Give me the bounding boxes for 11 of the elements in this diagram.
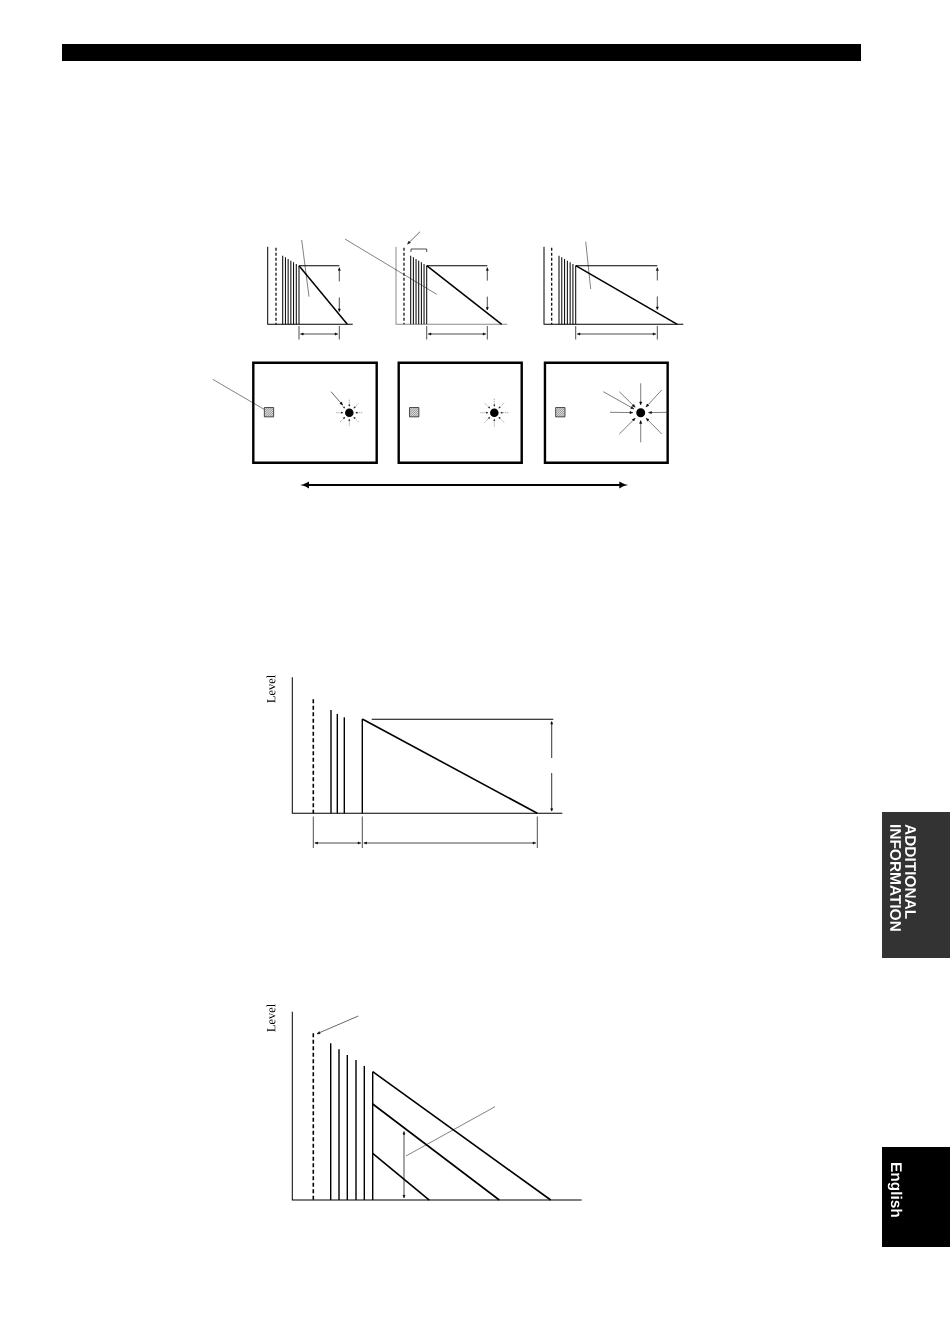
room-box <box>397 361 523 464</box>
leader-line <box>212 379 265 410</box>
room-box <box>543 361 669 464</box>
axis-label: Level <box>266 1004 276 1032</box>
hatched-square <box>409 407 420 418</box>
side-tab: ADDITIONAL INFORMATION <box>882 812 950 958</box>
room-box <box>252 361 378 464</box>
axis-label: Level <box>266 675 276 703</box>
hatched-square <box>555 407 566 418</box>
hatched-square <box>264 407 274 418</box>
side-tab: English <box>882 1147 950 1247</box>
